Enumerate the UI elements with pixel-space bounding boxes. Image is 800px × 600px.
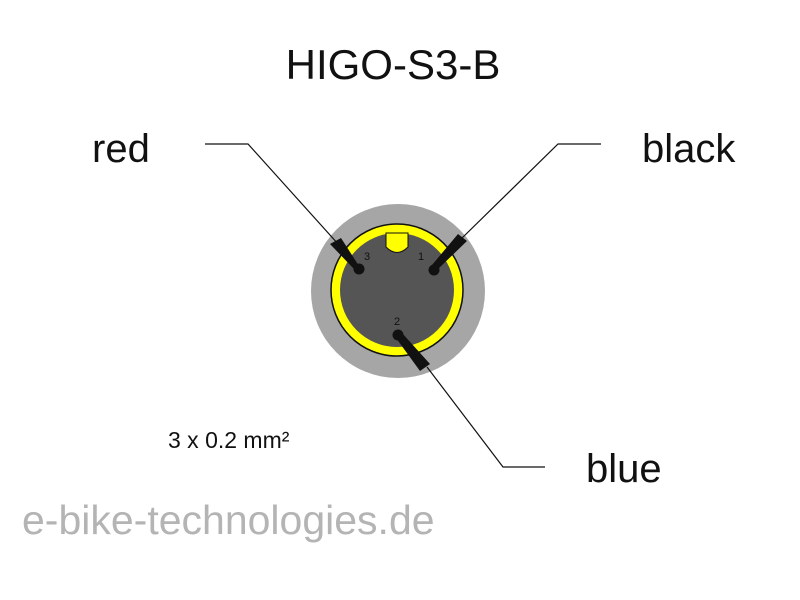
wire-label-blue: blue (586, 447, 662, 491)
site-watermark: e-bike-technologies.de (22, 497, 435, 543)
pin-2-number: 2 (394, 316, 400, 328)
wire-label-black: black (642, 127, 736, 171)
leader-line-black (459, 143, 601, 241)
pin-3 (353, 263, 365, 275)
wire-label-red: red (92, 127, 150, 171)
pin-1-number: 1 (418, 251, 424, 263)
leader-line-red (205, 143, 340, 246)
leader-line-blue (426, 366, 545, 468)
pin-3-number: 3 (364, 251, 370, 263)
leader-arrow-blue (396, 333, 430, 371)
leader-arrow-black (432, 234, 467, 270)
keying-notch (385, 232, 409, 253)
pin-2 (392, 329, 404, 341)
pin-1 (428, 264, 440, 276)
leader-arrow-red (330, 238, 359, 269)
cable-spec: 3 x 0.2 mm² (168, 427, 290, 453)
diagram-title: HIGO-S3-B (285, 41, 501, 88)
connector-face (340, 233, 454, 347)
